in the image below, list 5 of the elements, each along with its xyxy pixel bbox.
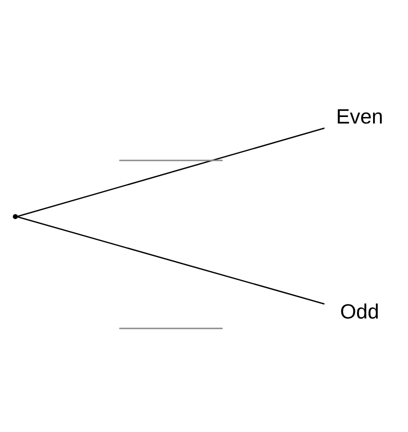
node-point xyxy=(12,214,18,220)
node-text: Odd xyxy=(340,300,380,324)
connector xyxy=(17,216,325,330)
connector xyxy=(17,128,325,217)
node-text: Even xyxy=(336,105,384,128)
